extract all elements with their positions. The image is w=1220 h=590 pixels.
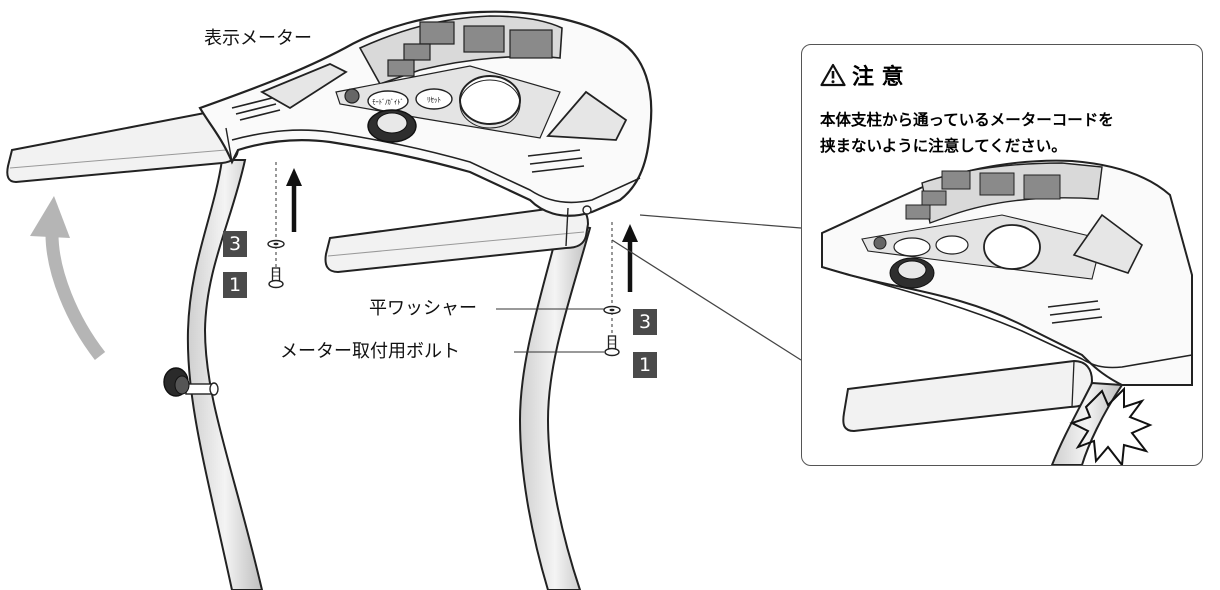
- zoomed-console-illustration: [821, 159, 1193, 465]
- right-washer: [603, 305, 621, 315]
- caution-message: 本体支柱から通っているメーターコードを 挟まないように注意してください。: [820, 107, 1114, 159]
- caution-line-1: 本体支柱から通っているメーターコードを: [820, 111, 1114, 129]
- right-upright-post: [518, 220, 592, 590]
- part-number-bolt-right: 1: [633, 352, 657, 378]
- washer-label: 平ワッシャー: [369, 298, 477, 319]
- rotate-arrow-icon: [30, 196, 106, 360]
- callout-connector-top: [639, 214, 802, 229]
- impact-burst-icon: [1069, 386, 1153, 465]
- caution-heading: 注 意: [820, 59, 904, 91]
- caution-callout: 注 意 本体支柱から通っているメーターコードを 挟まないように注意してください。: [801, 44, 1203, 466]
- mode-button-label: ﾓｰﾄﾞ/ｶﾞｲﾄﾞ: [372, 98, 403, 106]
- console-handlebar: [6, 10, 653, 274]
- up-arrow-icon: [286, 168, 302, 232]
- caution-title: 注 意: [852, 65, 904, 90]
- bolt-label: メーター取付用ボルト: [280, 341, 460, 362]
- meter-label: 表示メーター: [204, 28, 312, 49]
- left-upright-post: [186, 159, 264, 590]
- up-arrow-icon: [622, 224, 638, 292]
- part-number-washer-right: 3: [633, 309, 657, 335]
- right-bolt: [604, 335, 620, 357]
- part-number-bolt-left: 1: [223, 272, 247, 298]
- part-number-washer-left: 3: [223, 231, 247, 257]
- callout-connector-bottom: [611, 239, 802, 361]
- left-washer: [267, 239, 285, 249]
- reset-button-label: ﾘｾｯﾄ: [427, 96, 441, 104]
- adjustment-knob: [163, 367, 219, 397]
- caution-line-2: 挟まないように注意してください。: [820, 137, 1067, 155]
- warning-triangle-icon: [820, 63, 846, 87]
- left-bolt: [268, 267, 284, 289]
